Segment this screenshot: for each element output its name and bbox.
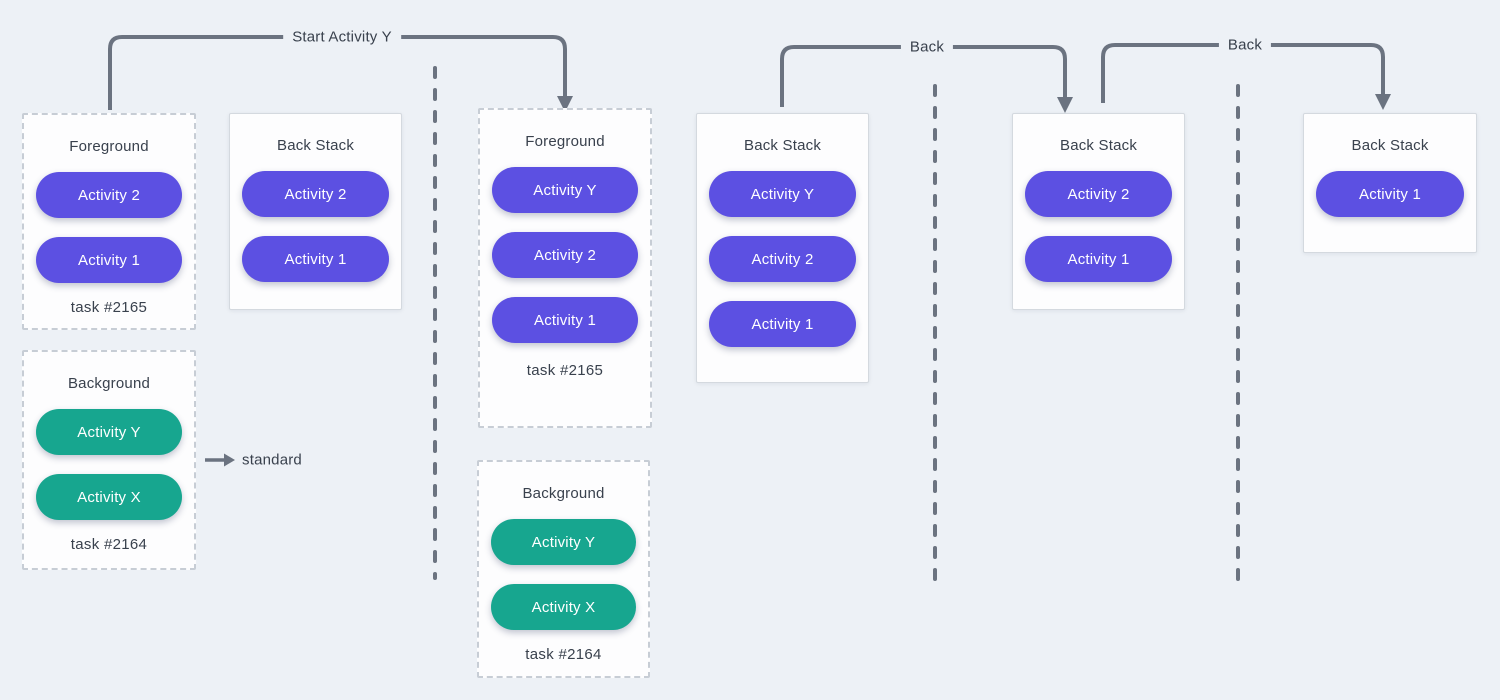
activity-stack: Activity Y Activity X (479, 519, 648, 630)
panel-background-step2: Background Activity Y Activity X task #2… (477, 460, 650, 678)
activity-pill: Activity 1 (492, 297, 638, 343)
panel-foreground-step1: Foreground Activity 2 Activity 1 task #2… (22, 113, 196, 330)
back-label-2: Back (1218, 35, 1272, 55)
activity-pill: Activity 2 (492, 232, 638, 278)
task-caption: task #2165 (526, 362, 604, 379)
panel-title: Foreground (69, 138, 149, 155)
activity-pill: Activity Y (36, 409, 182, 455)
task-caption: task #2165 (70, 299, 148, 316)
activity-stack: Activity 1 (1304, 171, 1476, 217)
standard-launch-mode-label: standard (242, 451, 302, 469)
panel-backstack-step2: Back Stack Activity Y Activity 2 Activit… (696, 113, 869, 383)
panel-backstack-step3: Back Stack Activity 2 Activity 1 (1012, 113, 1185, 310)
activity-pill: Activity 2 (709, 236, 856, 282)
activity-pill: Activity 1 (36, 237, 182, 283)
panel-backstack-step1: Back Stack Activity 2 Activity 1 (229, 113, 402, 310)
activity-stack: Activity 2 Activity 1 (230, 171, 401, 282)
back-arrow-1-arrowhead-icon (1057, 97, 1073, 113)
back-arrow-2-arrowhead-icon (1375, 94, 1391, 110)
activity-pill: Activity 1 (709, 301, 856, 347)
activity-stack: Activity Y Activity 2 Activity 1 (480, 167, 650, 343)
activity-pill: Activity Y (492, 167, 638, 213)
activity-stack: Activity Y Activity X (24, 409, 194, 520)
activity-pill: Activity 1 (242, 236, 389, 282)
start-activity-arrow-line (108, 35, 567, 110)
activity-pill: Activity 2 (242, 171, 389, 217)
start-activity-y-label: Start Activity Y (283, 27, 401, 47)
activity-pill: Activity X (36, 474, 182, 520)
standard-arrowhead-icon (224, 453, 235, 467)
activity-stack: Activity Y Activity 2 Activity 1 (697, 171, 868, 347)
panel-title: Background (67, 375, 151, 392)
activity-pill: Activity X (491, 584, 636, 630)
panel-title: Back Stack (276, 137, 355, 154)
activity-pill: Activity 1 (1316, 171, 1464, 217)
panel-title: Background (522, 485, 605, 502)
activity-pill: Activity 2 (36, 172, 182, 218)
panel-foreground-step2: Foreground Activity Y Activity 2 Activit… (478, 108, 652, 428)
activity-pill: Activity Y (491, 519, 636, 565)
task-caption: task #2164 (70, 536, 148, 553)
panel-title: Foreground (525, 133, 605, 150)
task-caption: task #2164 (525, 646, 602, 663)
panel-title: Back Stack (1351, 137, 1429, 154)
back-label-1: Back (900, 37, 954, 57)
panel-title: Back Stack (743, 137, 822, 154)
activity-pill: Activity 2 (1025, 171, 1172, 217)
panel-background-step1: Background Activity Y Activity X task #2… (22, 350, 196, 570)
activity-pill: Activity Y (709, 171, 856, 217)
activity-stack: Activity 2 Activity 1 (24, 172, 194, 283)
activity-stack: Activity 2 Activity 1 (1013, 171, 1184, 282)
panel-backstack-step4: Back Stack Activity 1 (1303, 113, 1477, 253)
activity-pill: Activity 1 (1025, 236, 1172, 282)
panel-title: Back Stack (1059, 137, 1138, 154)
